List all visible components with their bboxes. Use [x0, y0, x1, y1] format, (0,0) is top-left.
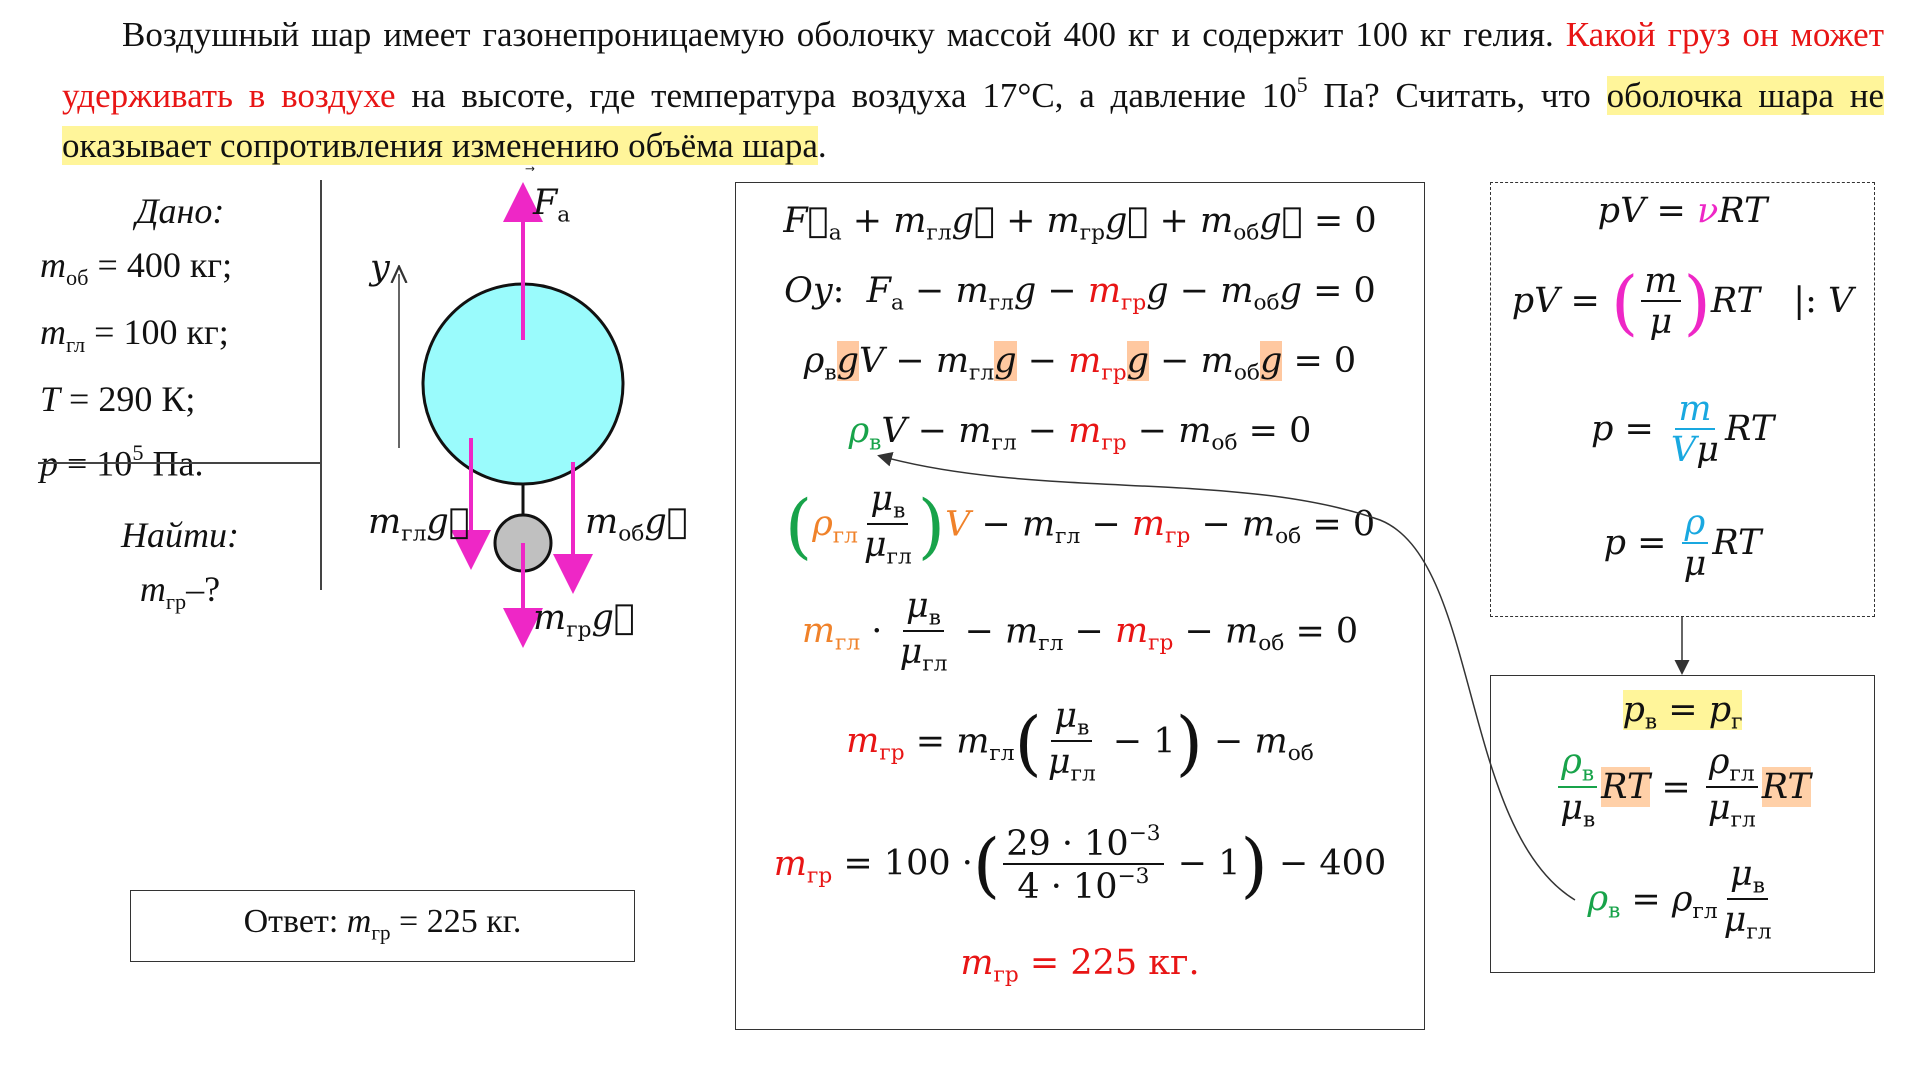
answer-text: Ответ: mгр = 225 кг.: [243, 903, 522, 945]
eq-newton-vector: F⃗а + mглg⃗ + mгрg⃗ + mобg⃗ = 0: [783, 201, 1377, 246]
given-helium-mass: mгл = 100 кг;: [40, 311, 229, 357]
eq-final-result: mгр = 225 кг.: [960, 943, 1200, 988]
eq-ideal-gas: pV = νRT: [1597, 191, 1768, 231]
eq-projection: Oy: Fа − mглg − mгрg − mобg = 0: [784, 271, 1376, 316]
eq-pressure-equal: pв = pг: [1622, 690, 1743, 735]
problem-text-3: Па? Считать, что: [1307, 76, 1607, 116]
label-helium-weight: mглg⃗: [368, 502, 470, 547]
problem-text-4: .: [817, 126, 827, 166]
problem-text-2: на высоте, где температура воздуха 17°С,…: [395, 76, 1297, 116]
problem-statement: Воздушный шар имеет газонепроницаемую об…: [62, 10, 1884, 171]
solution-box: F⃗а + mглg⃗ + mгрg⃗ + mобg⃗ = 0 Oy: Fа −…: [735, 182, 1425, 1030]
arrow-density-back: [877, 451, 1576, 901]
balloon-diagram: [340, 182, 625, 648]
find-load-mass: mгр–?: [139, 569, 221, 614]
problem-question: Какой груз он может удерживать в воздухе: [62, 15, 1884, 116]
given-vertical-divider: [320, 180, 322, 590]
given-temperature: T = 290 К;: [40, 378, 196, 419]
problem-exponent: 5: [1296, 73, 1308, 97]
answer-box: Ответ: mгр = 225 кг.: [130, 890, 635, 962]
given-heading: Дано:: [135, 191, 225, 231]
eq-density: ρвgV − mглg − mгрg − mобg = 0: [803, 341, 1357, 386]
eq-cancel-g: ρвV − mгл − mгр − mоб = 0: [848, 411, 1312, 456]
find-heading: Найти:: [121, 515, 239, 556]
given-horizontal-divider: [38, 462, 320, 464]
label-load-weight: mгрg⃗: [533, 598, 635, 643]
problem-text-1: Воздушный шар имеет газонепроницаемую об…: [122, 15, 1566, 54]
label-shell-weight: mобg⃗: [585, 502, 688, 547]
label-y-axis: y: [370, 248, 390, 288]
given-block: Дано: mоб = 400 кг; mгл = 100 кг; T = 29…: [40, 184, 320, 629]
label-archimedes: ⃗Fа: [533, 183, 571, 228]
given-shell-mass: mоб = 400 кг;: [40, 245, 233, 290]
